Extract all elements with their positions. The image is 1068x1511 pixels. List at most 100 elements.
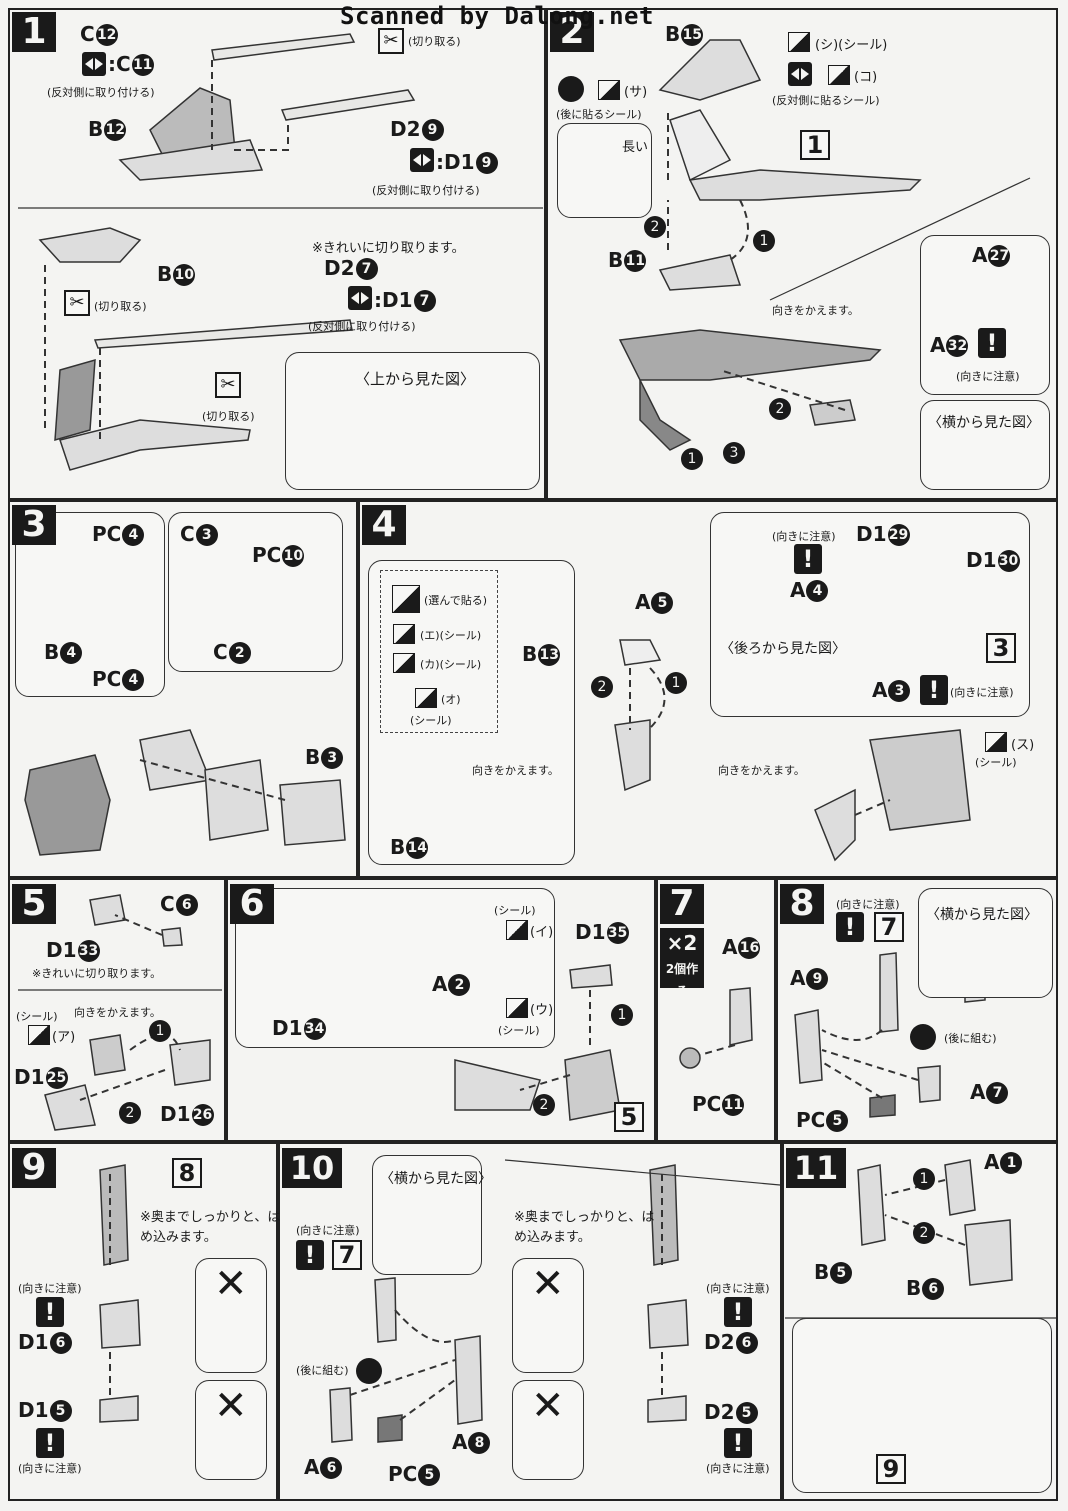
step-arrow-2: 2 [119,1102,141,1124]
caution-icon: ! [36,1428,64,1458]
step-2-number: 2 [550,12,594,52]
step-7-panel [656,878,776,1142]
flip-icon [410,148,434,172]
note-opposite-side: (反対側に取り付ける) [308,320,416,333]
parts-a27-a32-subpanel [920,235,1050,395]
note-long: 長い [622,140,649,155]
step-arrow-2: 2 [533,1094,555,1116]
back-view-caption: 〈後ろから見た図〉 [720,641,846,657]
note-turn: 向きをかえます。 [74,1006,161,1019]
note-after-sticker: (後に貼るシール) [556,108,642,121]
side-view-caption: 〈横から見た図〉 [380,1171,492,1187]
wrong-fit-subpanel-4 [512,1380,584,1480]
flip-icon [82,52,106,76]
sticker-ka: (カ)(シール) [420,658,482,671]
note-push-in: ※奥までしっかりと、はめ込みます。 [140,1210,281,1245]
sticker-caption: (シール) [410,714,452,727]
step-arrow-1: 1 [149,1020,171,1042]
note-turn: 向きをかえます。 [718,764,805,777]
sticker-dot-icon [558,76,584,102]
assemble-later-icon [910,1024,936,1050]
top-view-subpanel [285,352,540,490]
step-11-number: 11 [786,1148,846,1188]
note-caution: (向きに注意) [956,370,1020,383]
sticker-su: (ス) [1011,738,1035,753]
sticker-caption: (シール) [975,756,1017,769]
flip-icon [348,286,372,310]
step-3-panel [8,500,358,878]
reference-step-7: 7 [874,912,904,942]
sticker-icon [506,920,528,940]
step-arrow-3: 3 [723,442,745,464]
note-after-assemble: (後に組む) [944,1032,997,1045]
step-arrow-2: 2 [913,1222,935,1244]
step-1-panel [8,8,546,500]
step-9-panel [8,1142,278,1501]
top-view-caption: 〈上から見た図〉 [355,370,476,388]
step-arrow-2: 2 [591,676,613,698]
step-10-side-view-subpanel [372,1155,482,1275]
step-10-panel [278,1142,782,1501]
note-caution: (向きに注意) [706,1462,770,1475]
caution-icon: ! [296,1240,324,1270]
step-arrow-1: 1 [681,448,703,470]
reference-step-5: 5 [614,1102,644,1132]
sticker-shi: (シ)(シール) [815,38,888,53]
sticker-u: (ウ) [530,1003,554,1018]
sticker-icon [598,80,620,100]
step-8-number: 8 [780,884,824,924]
note-caution: (向きに注意) [772,530,836,543]
step-11-final-subpanel [792,1318,1052,1493]
wrong-fit-subpanel-2 [195,1380,267,1480]
note-caution: (向きに注意) [950,686,1014,699]
reference-step-8: 8 [172,1158,202,1188]
sticker-sa: (サ) [624,85,648,100]
note-caution: (向きに注意) [18,1462,82,1475]
side-view-caption: 〈横から見た図〉 [928,415,1040,431]
sticker-caption: (シール) [498,1024,540,1037]
note-clean-cut: ※きれいに切り取ります。 [312,241,465,256]
reference-step-9: 9 [876,1454,906,1484]
long-detail-subpanel [557,123,652,218]
step-6-detail-subpanel [235,888,555,1048]
sticker-caption: (シール) [16,1010,58,1023]
step-arrow-1: 1 [611,1004,633,1026]
note-clean-cut: ※きれいに切り取ります。 [32,967,162,980]
sticker-icon [28,1025,50,1045]
caution-icon: ! [724,1428,752,1458]
step-2-panel [546,8,1058,500]
note-turn: 向きをかえます。 [472,764,559,777]
step-11-panel [782,1142,1058,1501]
caution-icon: ! [836,912,864,942]
note-choose-sticker: (選んで貼る) [424,594,488,607]
step-arrow-1: 1 [665,672,687,694]
sticker-icon [985,732,1007,752]
wrong-mark-icon: ✕ [214,1261,248,1307]
step-10-number: 10 [282,1148,342,1188]
